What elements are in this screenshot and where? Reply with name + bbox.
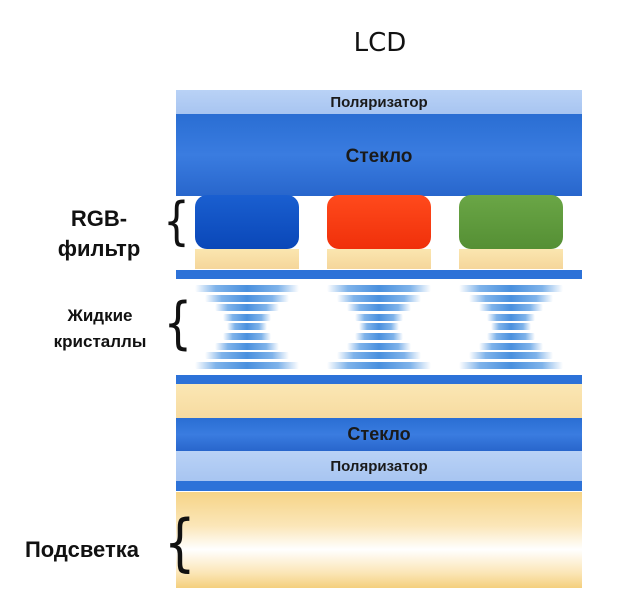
liquid-crystal-molecule: [487, 333, 535, 340]
top-glass-label: Стекло: [345, 146, 413, 167]
liquid-crystal-molecule: [205, 294, 289, 302]
rgb-filter-label-line2: фильтр: [57, 236, 141, 261]
liquid-crystal-molecule: [459, 361, 563, 369]
green-color-filter: [459, 195, 563, 249]
liquid-crystal-label-line1: Жидкие: [67, 306, 133, 325]
bottom-glass-label: Стекло: [347, 424, 411, 444]
liquid-crystal-molecule: [195, 361, 299, 369]
green-filter-base: [459, 249, 563, 269]
liquid-crystal-molecule: [479, 304, 543, 312]
liquid-crystal-molecule: [459, 285, 563, 292]
liquid-crystal-molecule: [479, 342, 543, 350]
liquid-crystal-molecule: [355, 313, 403, 321]
top-polarizer-layer: Поляризатор: [176, 90, 582, 114]
backlight-side-label: Подсветка: [24, 537, 140, 562]
liquid-crystal-molecule: [469, 294, 553, 302]
blue-filter-base: [195, 249, 299, 269]
curly-brace-icon: {: [163, 291, 193, 356]
liquid-crystal-molecule: [215, 342, 279, 350]
upper-alignment-layer: [176, 270, 582, 279]
lower-alignment-layer: [176, 375, 582, 384]
liquid-crystal-molecule: [337, 352, 421, 360]
liquid-crystal-molecule: [337, 294, 421, 302]
liquid-crystal-molecule: [205, 352, 289, 360]
liquid-crystal-molecule: [223, 333, 271, 340]
liquid-crystal-molecule: [491, 323, 531, 331]
liquid-crystal-molecule: [227, 323, 267, 331]
liquid-crystal-molecule: [195, 285, 299, 292]
liquid-crystal-molecule: [469, 352, 553, 360]
backlight-layer: [176, 492, 582, 588]
liquid-crystal-molecule: [327, 361, 431, 369]
rgb-filter-label-line1: RGB-: [70, 206, 128, 231]
liquid-crystal-column-1: [191, 285, 303, 371]
red-color-filter: [327, 195, 431, 249]
red-filter-base: [327, 249, 431, 269]
curly-brace-icon: {: [163, 192, 190, 252]
rgb-filter-side-label: RGB- фильтр: [44, 204, 154, 264]
liquid-crystal-molecule: [359, 323, 399, 331]
liquid-crystal-column-2: [323, 285, 435, 371]
backlight-top-edge: [176, 481, 582, 491]
liquid-crystal-molecule: [327, 285, 431, 292]
liquid-crystal-molecule: [347, 304, 411, 312]
liquid-crystal-side-label: Жидкие кристаллы: [40, 303, 160, 355]
liquid-crystal-molecule: [487, 313, 535, 321]
liquid-crystal-molecule: [215, 304, 279, 312]
curly-brace-icon: {: [163, 506, 196, 579]
top-polarizer-label: Поляризатор: [330, 94, 428, 111]
liquid-crystal-column-3: [455, 285, 567, 371]
bottom-polarizer-layer: Поляризатор: [176, 451, 582, 481]
bottom-glass-layer: Стекло: [176, 418, 582, 451]
liquid-crystal-molecule: [223, 313, 271, 321]
liquid-crystal-label-line2: кристаллы: [53, 332, 147, 351]
liquid-crystal-molecule: [347, 342, 411, 350]
top-glass-layer: Стекло: [176, 114, 582, 196]
electrode-layer: [176, 384, 582, 418]
bottom-polarizer-label: Поляризатор: [330, 458, 428, 475]
liquid-crystal-molecule: [355, 333, 403, 340]
blue-color-filter: [195, 195, 299, 249]
diagram-title: LCD: [353, 28, 407, 58]
